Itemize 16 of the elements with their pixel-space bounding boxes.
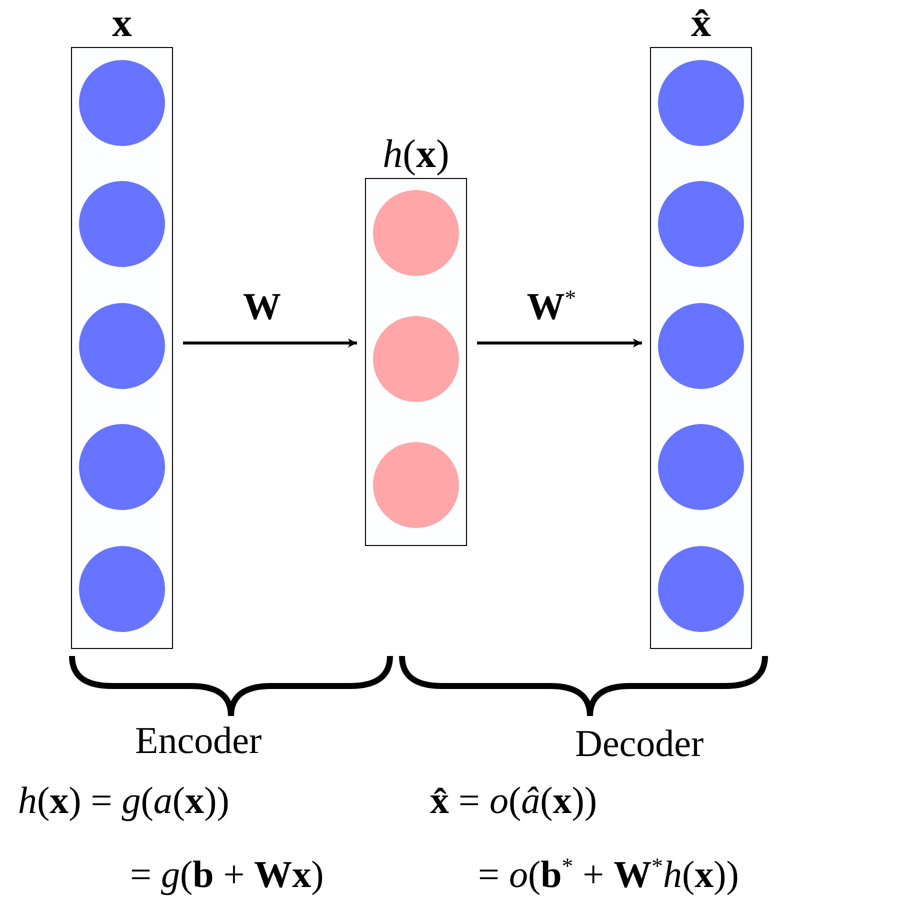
layer-box — [650, 47, 752, 649]
brace-label: Encoder — [135, 722, 262, 760]
layer-heading: h(x) — [382, 134, 450, 174]
arrow — [477, 338, 642, 348]
layer-box — [365, 178, 467, 546]
edge-label: W$^{*}$ — [526, 288, 576, 326]
edge-label: W — [243, 288, 281, 326]
arrow — [183, 338, 357, 348]
equation: x̂ = o(â(x)) — [430, 782, 598, 820]
layer-heading: x — [112, 3, 132, 43]
layer-box — [71, 47, 173, 649]
equation: = o(b$^{*}$ + W$^{*}$h(x)) — [478, 856, 739, 894]
layer-heading: x̂ — [691, 3, 711, 43]
equation: h(x) = g(a(x)) — [18, 782, 230, 820]
brace-label: Decoder — [575, 725, 704, 763]
equation: = g(b + Wx) — [130, 856, 324, 894]
